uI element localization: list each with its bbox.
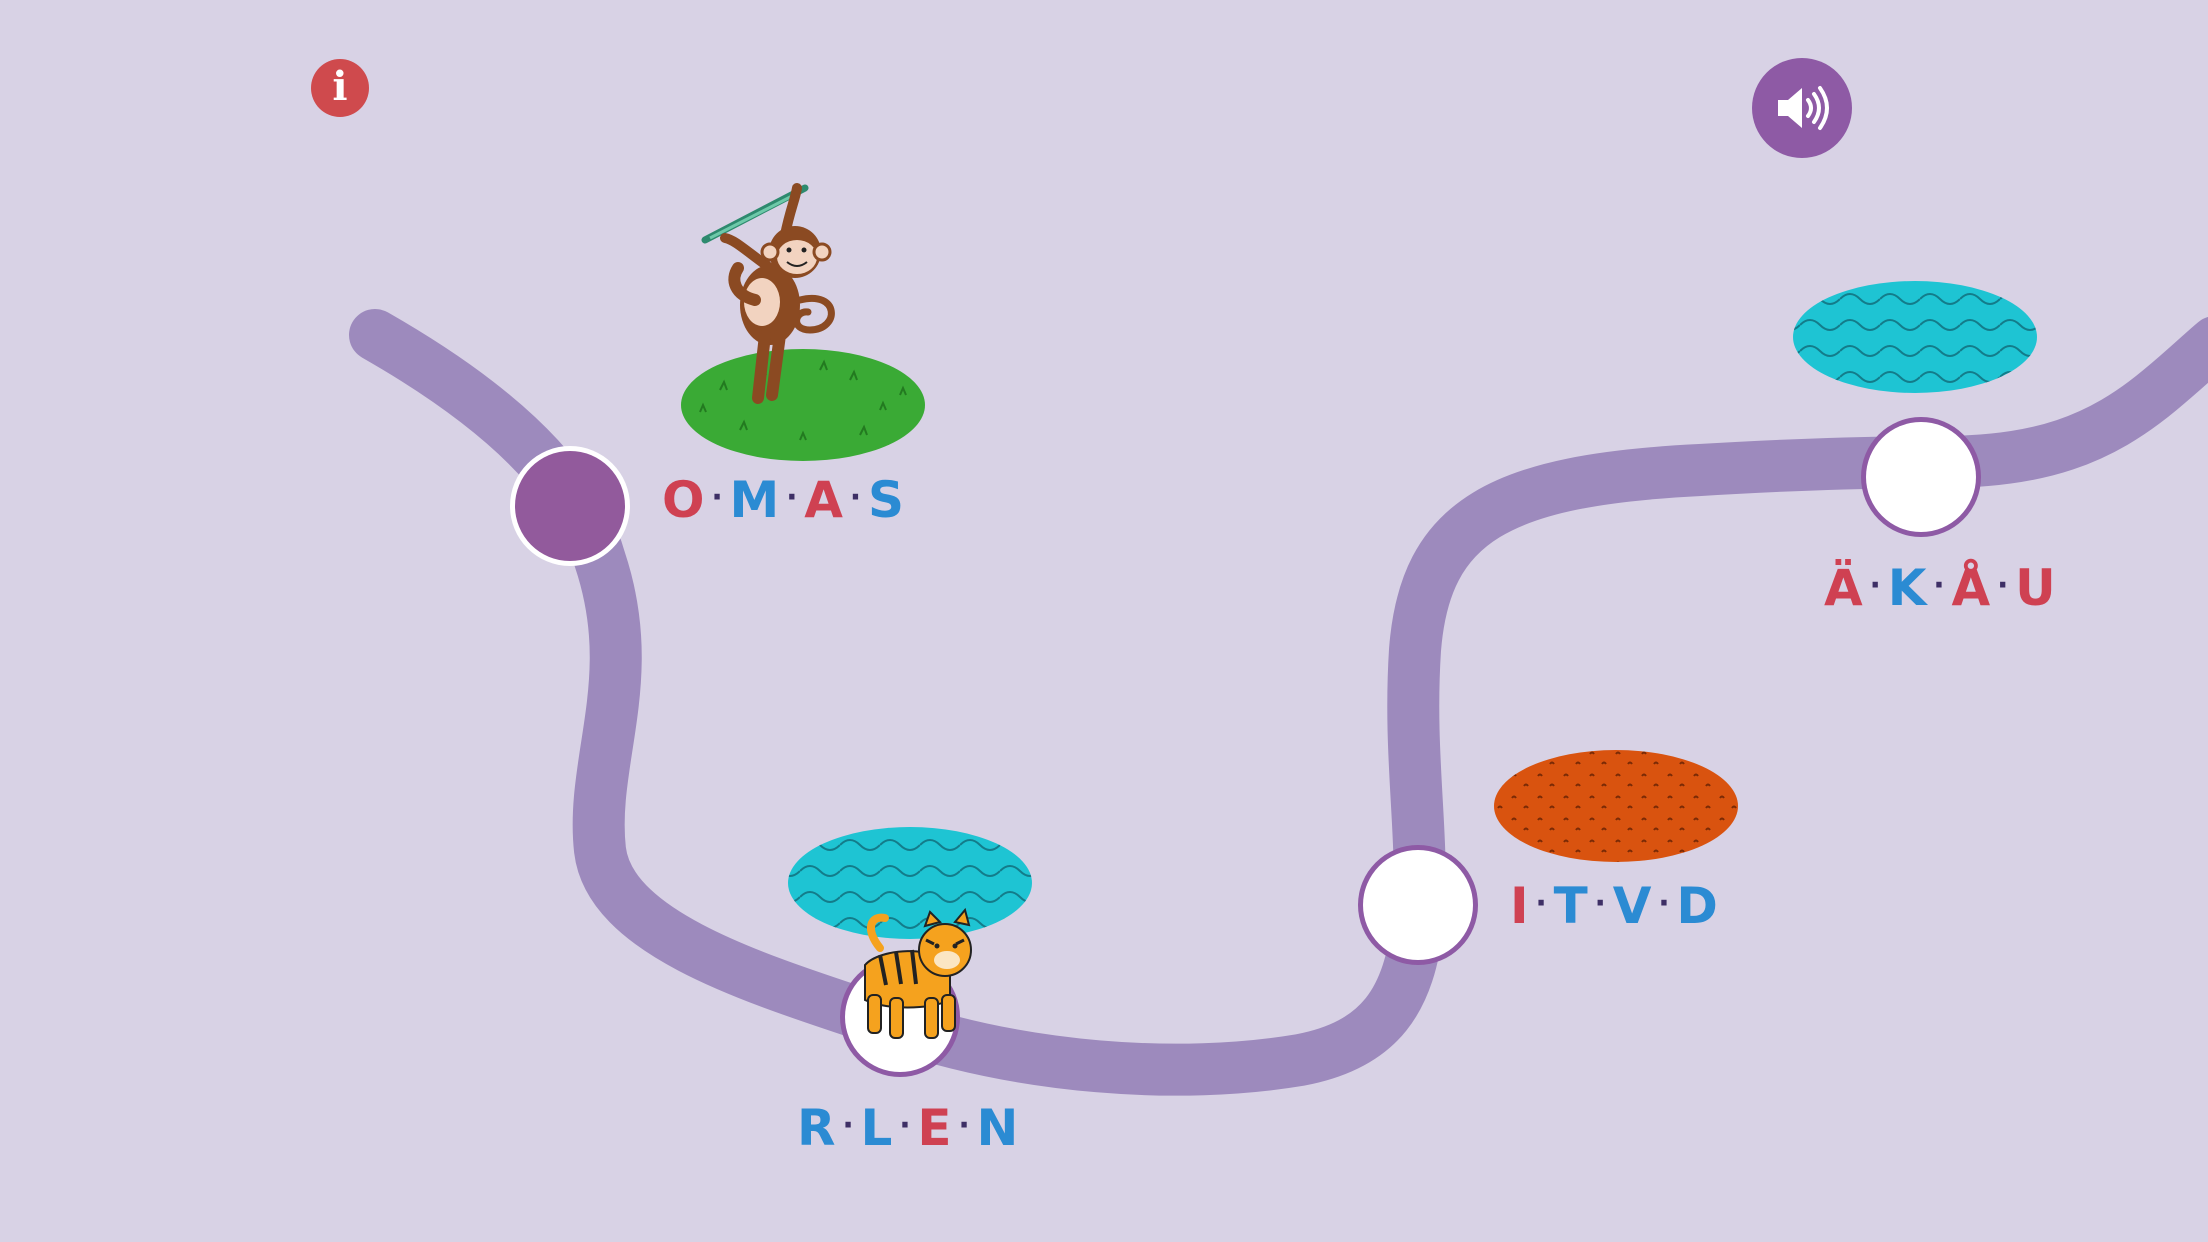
letter-separator: · — [1535, 885, 1548, 921]
sound-button[interactable] — [1752, 58, 1852, 158]
letter: T — [1553, 877, 1589, 935]
letter: A — [804, 471, 844, 529]
letter: L — [860, 1099, 894, 1157]
letter: U — [2015, 559, 2057, 617]
letter-separator: · — [899, 1107, 912, 1143]
letter: M — [729, 471, 781, 529]
level-node-3[interactable] — [1358, 845, 1478, 965]
letter: R — [797, 1099, 837, 1157]
letter: I — [1510, 877, 1530, 935]
sand-patch — [1494, 750, 1738, 862]
letter-separator: · — [711, 479, 724, 515]
letter-separator: · — [1933, 567, 1946, 603]
letter-separator: · — [958, 1107, 971, 1143]
letter: Ä — [1824, 559, 1864, 617]
level-4-letters: Ä·K·Å·U — [1824, 563, 2057, 613]
letter-separator: · — [786, 479, 799, 515]
grass-patch — [681, 349, 925, 461]
letter: S — [867, 471, 905, 529]
info-button[interactable]: i — [311, 59, 369, 117]
letter: O — [662, 471, 706, 529]
letter: K — [1887, 559, 1928, 617]
level-2-letters: R·L·E·N — [797, 1103, 1019, 1153]
speaker-volume-icon — [1778, 86, 1829, 130]
letter-separator: · — [842, 1107, 855, 1143]
letter-separator: · — [849, 479, 863, 515]
letter-separator: · — [1658, 885, 1671, 921]
letter-separator: · — [1996, 567, 2010, 603]
letter: D — [1676, 877, 1719, 935]
level-node-4[interactable] — [1861, 417, 1981, 537]
letter-separator: · — [1869, 567, 1882, 603]
letter: N — [976, 1099, 1020, 1157]
level-3-letters: I·T·V·D — [1510, 881, 1719, 931]
level-1-letters: O·M·A·S — [662, 475, 905, 525]
letter-separator: · — [1594, 885, 1607, 921]
monkey-character — [701, 183, 835, 404]
water-patch — [1793, 281, 2037, 393]
letter: Å — [1951, 559, 1992, 617]
level-node-1[interactable] — [510, 446, 630, 566]
info-icon: i — [332, 63, 348, 110]
water-patch — [788, 827, 1032, 939]
tiger-character — [864, 907, 972, 1039]
letter: E — [917, 1099, 953, 1157]
letter: V — [1612, 877, 1653, 935]
